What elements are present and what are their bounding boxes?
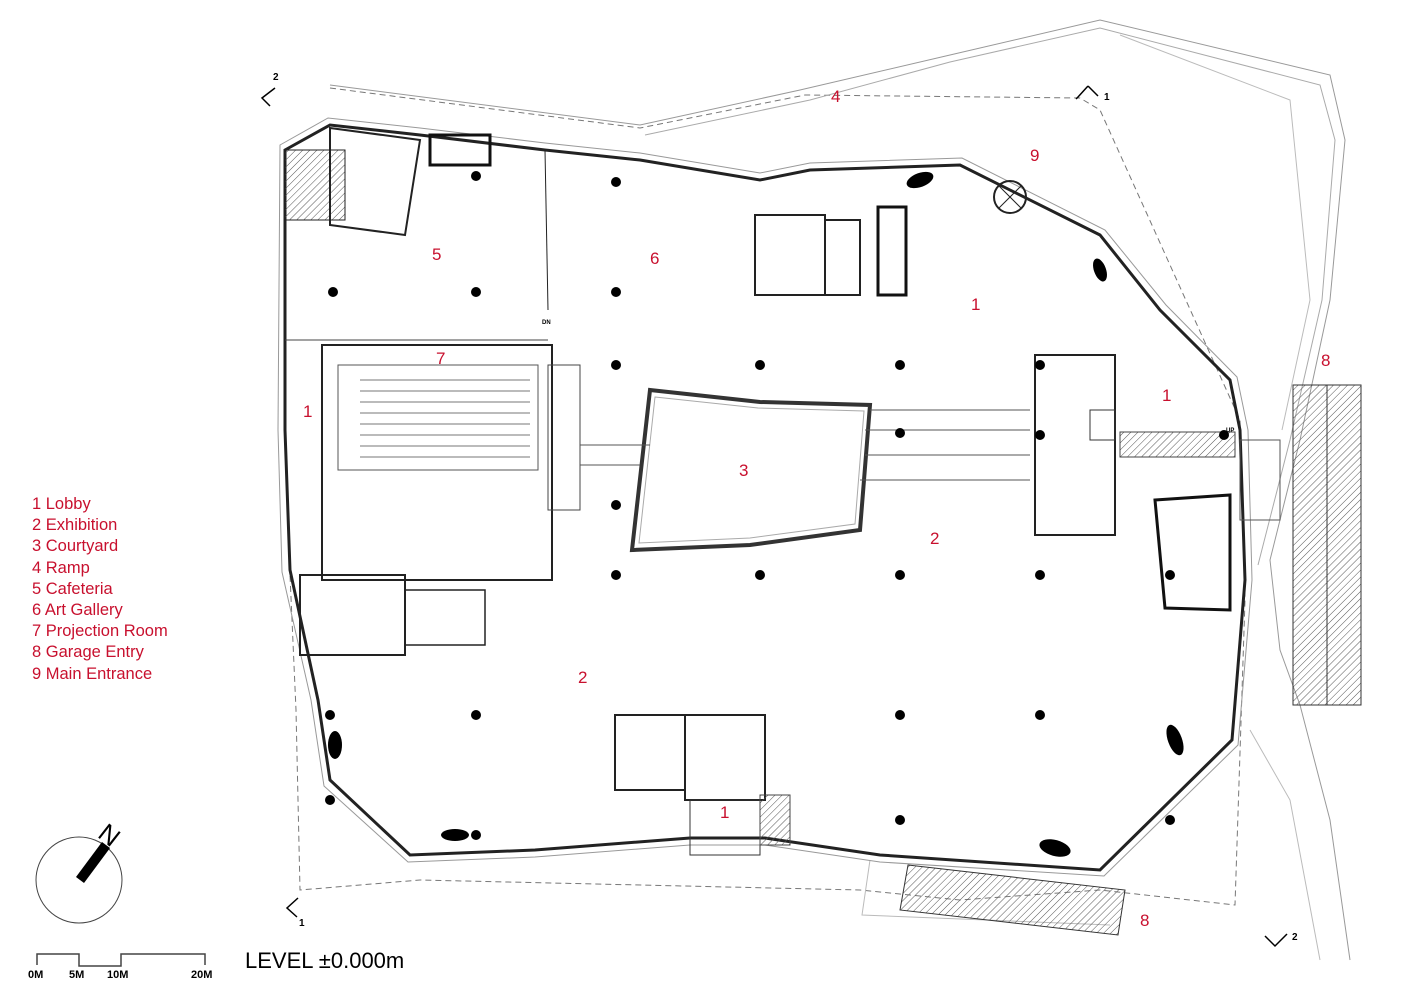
room-label-ramp: 4 (831, 87, 841, 106)
scale-tick: 20M (191, 969, 213, 981)
structural-column (471, 171, 481, 181)
structural-column (755, 570, 765, 580)
legend-item: 7 Projection Room (32, 622, 168, 641)
structural-column (895, 570, 905, 580)
structural-column (441, 829, 469, 841)
room-label-lobby: 1 (720, 803, 730, 822)
structural-column (1093, 258, 1107, 282)
room-label-projection-room: 7 (436, 349, 446, 368)
structural-column (895, 815, 905, 825)
stair-tag: UP (1226, 428, 1235, 434)
structural-column (1035, 360, 1045, 370)
legend-item: 1 Lobby (32, 495, 91, 513)
courtyard-outline (629, 387, 873, 553)
structural-column (471, 710, 481, 720)
structural-column (906, 171, 934, 189)
structural-column (325, 710, 335, 720)
legend: 1 Lobby 2 Exhibition 3 Courtyard 4 Ramp … (32, 494, 168, 685)
legend-item: 8 Garage Entry (32, 643, 144, 662)
structural-column (1035, 430, 1045, 440)
room-label-lobby: 1 (971, 295, 981, 314)
legend-item: 3 Courtyard (32, 537, 119, 556)
legend-item: 6 Art Gallery (32, 601, 123, 620)
scale-tick: 0M (28, 969, 44, 981)
structural-column (328, 731, 342, 759)
room-label-main-entrance: 9 (1030, 146, 1040, 165)
structural-column (1165, 570, 1175, 580)
structural-column (611, 177, 621, 187)
garage-ramp-south (899, 864, 1126, 936)
structural-column (1166, 724, 1184, 756)
building-outline (283, 123, 1247, 872)
legend-item: 5 Cafeteria (32, 579, 113, 598)
structural-column (895, 428, 905, 438)
structural-column (1035, 570, 1045, 580)
room-label-lobby: 1 (1162, 386, 1172, 405)
room-label-courtyard: 3 (739, 461, 749, 480)
room-label-exhibition: 2 (930, 529, 940, 548)
legend-item: 2 Exhibition (32, 516, 118, 535)
structural-column (471, 287, 481, 297)
room-label-garage-entry: 8 (1140, 911, 1150, 930)
room-label-cafeteria: 5 (432, 245, 442, 264)
structural-column (611, 287, 621, 297)
north-arrow (35, 836, 123, 924)
room-label-garage-entry: 8 (1321, 351, 1331, 370)
structural-column (471, 830, 481, 840)
structural-column (895, 360, 905, 370)
section-marker-label: 1 (1104, 92, 1110, 103)
structural-column (611, 570, 621, 580)
ramp-outline (329, 19, 1351, 961)
room-label-exhibition: 2 (578, 668, 588, 687)
structural-column (1035, 710, 1045, 720)
section-marker-label: 2 (1292, 932, 1298, 943)
structural-column (611, 500, 621, 510)
structural-column (895, 710, 905, 720)
structural-column (1039, 839, 1071, 857)
legend-item: 4 Ramp (32, 558, 90, 577)
section-marker-label: 2 (273, 72, 279, 83)
room-label-art-gallery: 6 (650, 249, 660, 268)
scale-tick: 5M (69, 969, 85, 981)
scale-bar (36, 953, 206, 967)
scale-tick: 10M (107, 969, 129, 981)
site-boundary (289, 87, 1246, 906)
structural-column (1219, 430, 1229, 440)
legend-item: 9 Main Entrance (32, 664, 153, 683)
room-label-lobby: 1 (303, 402, 313, 421)
stair-tag: DN (542, 320, 551, 326)
structural-column (325, 795, 335, 805)
structural-column (755, 360, 765, 370)
section-marker-label: 1 (299, 918, 305, 929)
structural-column (328, 287, 338, 297)
level-title: LEVEL ±0.000m (245, 948, 405, 973)
structural-column (611, 360, 621, 370)
structural-column (1165, 815, 1175, 825)
